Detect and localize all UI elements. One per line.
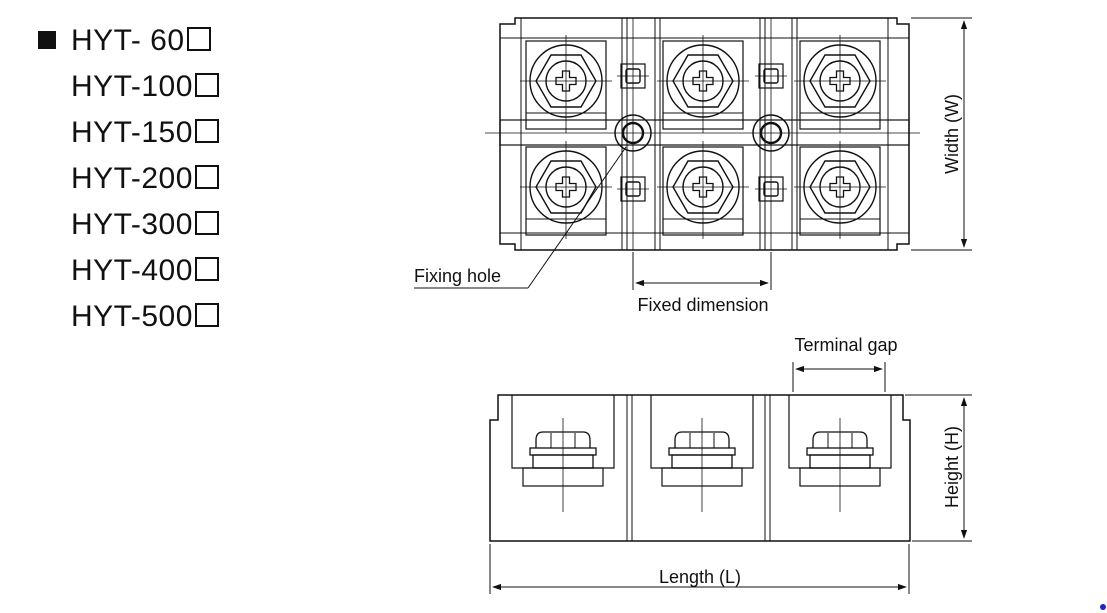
model-item: HYT-150 (38, 110, 219, 156)
checkbox-icon (194, 257, 219, 281)
top-body-outline (499, 17, 910, 251)
fixed-dimension: Fixed dimension (632, 252, 772, 315)
length-dimension: Length (L) (489, 544, 910, 594)
screw-icon (794, 141, 886, 239)
terminal-gap-label: Terminal gap (794, 335, 897, 355)
model-item: HYT-400 (38, 248, 219, 294)
checkbox-icon (194, 73, 219, 97)
model-item: HYT-500 (38, 294, 219, 340)
checkbox-icon (186, 27, 211, 51)
fixing-hole-label: Fixing hole (414, 266, 501, 286)
front-view (489, 394, 911, 542)
nut-icon (511, 395, 615, 512)
model-label: HYT-500 (71, 300, 193, 333)
screw-icon (657, 141, 749, 239)
fixed-dimension-label: Fixed dimension (637, 295, 768, 315)
checkbox-icon (194, 165, 219, 189)
fixing-holes (614, 18, 790, 250)
nut-icon (650, 395, 754, 512)
terminal-gap-dimension: Terminal gap (792, 335, 898, 392)
model-list: HYT- 60 HYT-100 HYT-150 HYT-200 HYT-300 … (38, 18, 219, 340)
checkbox-icon (194, 119, 219, 143)
front-body-outline (489, 394, 911, 542)
model-item: HYT-200 (38, 156, 219, 202)
model-label: HYT-150 (71, 116, 193, 149)
width-dimension: Width (W) (911, 17, 972, 251)
fixing-hole-callout: Fixing hole (414, 146, 627, 289)
model-label: HYT-100 (71, 70, 193, 103)
checkbox-icon (194, 211, 219, 235)
model-label: HYT-200 (71, 162, 193, 195)
model-item: HYT- 60 (38, 18, 219, 64)
screw-terminals (520, 35, 886, 239)
screw-icon (520, 141, 612, 239)
checkbox-icon (194, 303, 219, 327)
screw-icon (657, 35, 749, 133)
model-label: HYT-400 (71, 254, 193, 287)
top-view (485, 17, 920, 251)
width-label: Width (W) (942, 94, 962, 174)
model-label: HYT- 60 (71, 24, 185, 57)
model-item: HYT-300 (38, 202, 219, 248)
bullet-icon (38, 31, 56, 49)
screw-icon (794, 35, 886, 133)
terminal-nuts (511, 395, 892, 512)
screw-icon (520, 35, 612, 133)
height-dimension: Height (H) (905, 394, 972, 542)
length-label: Length (L) (659, 567, 741, 587)
model-label: HYT-300 (71, 208, 193, 241)
height-label: Height (H) (942, 426, 962, 508)
model-item: HYT-100 (38, 64, 219, 110)
nut-icon (788, 395, 892, 512)
corner-dot (1100, 604, 1106, 610)
